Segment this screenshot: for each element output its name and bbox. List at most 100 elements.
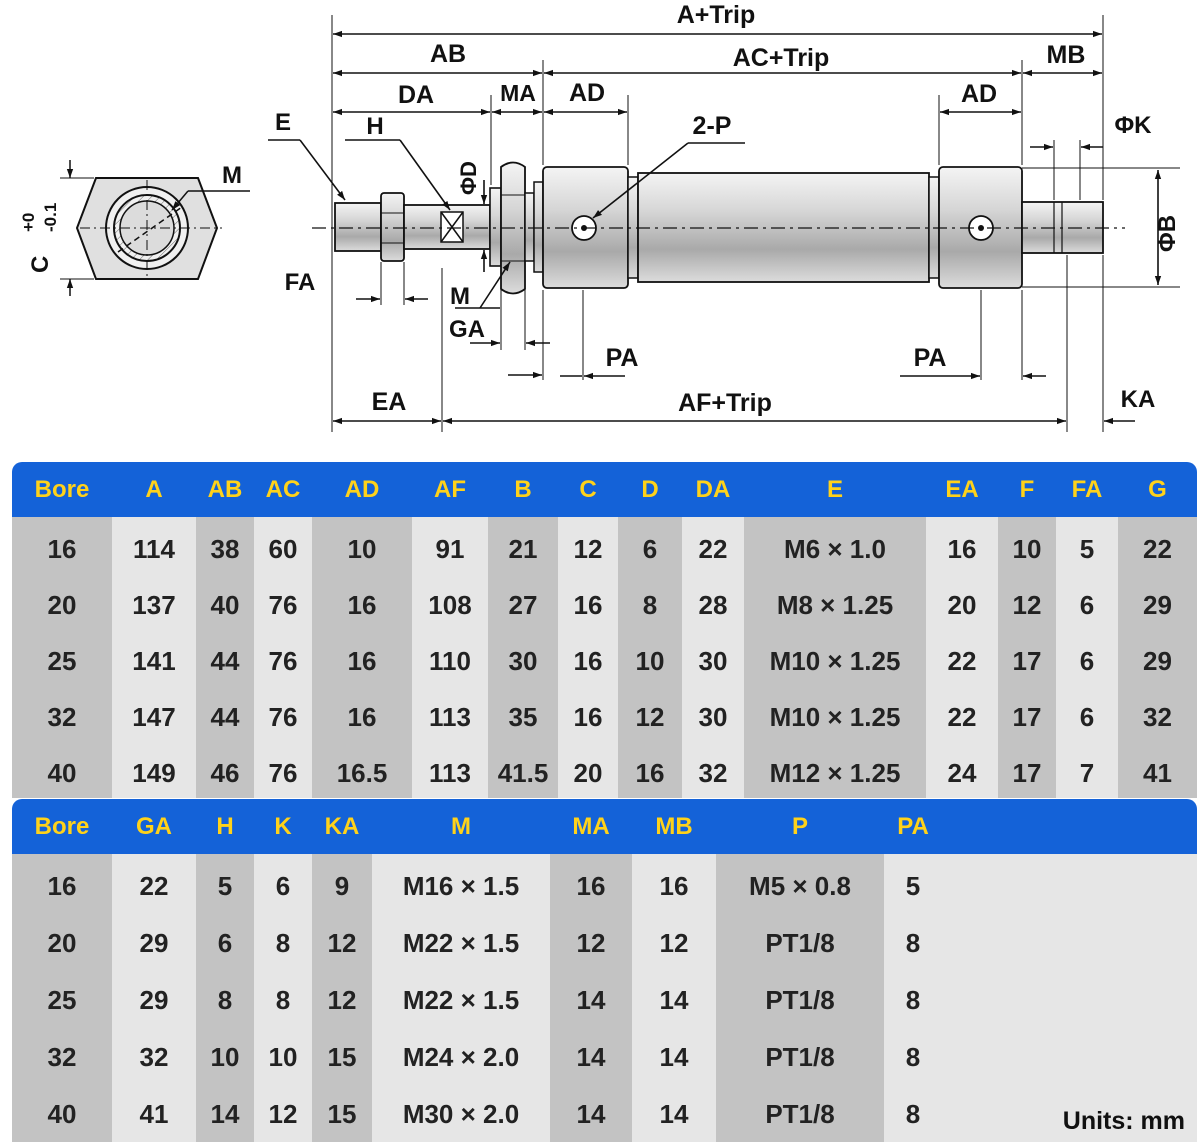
table-cell: 6 [1079,590,1095,620]
column-shade [550,854,632,1142]
units-label: Units: mm [1062,1107,1185,1135]
label-phi-d: ΦD [456,161,481,195]
table-cell: 29 [1143,590,1172,620]
table-cell: M5 × 0.8 [749,871,851,901]
table-cell: 41 [139,1099,169,1129]
label-pa-left: PA [606,344,639,372]
column-shade [1118,517,1197,798]
table-cell: 8 [905,985,921,1015]
table-cell: 30 [698,702,728,732]
column-shade [312,517,412,798]
table-cell: 114 [133,534,175,564]
table-cell: 22 [139,871,169,901]
header-cell-a: A [145,476,163,503]
table-cell: 8 [642,590,658,620]
column-shade [196,854,254,1142]
table-cell: 16 [573,590,603,620]
header-cell-da: DA [695,476,731,503]
table-cell: 76 [268,590,298,620]
table-cell: PT1/8 [765,985,835,1015]
table-cell: 29 [139,985,169,1015]
header-cell-p: P [791,813,808,840]
end-view-m-label: M [222,162,242,189]
header-cell-f: F [1019,476,1035,503]
table-cell: 22 [947,646,977,676]
label-2p: 2-P [693,112,732,140]
label-ad-right: AD [961,80,997,108]
table-cell: 17 [1012,646,1042,676]
table-cell: 32 [139,1042,169,1072]
table-cell: M6 × 1.0 [784,534,886,564]
label-da: DA [398,81,434,109]
table-cell: 27 [508,590,538,620]
table-cell: 141 [132,646,176,676]
label-h: H [366,113,383,140]
header-cell-m: M [451,813,471,840]
table-cell: M22 × 1.5 [402,928,520,958]
table-cell: 32 [698,758,728,788]
table-cell: 8 [275,985,291,1015]
table-cell: M10 × 1.25 [769,646,901,676]
table-cell: 91 [435,534,465,564]
end-view: M C +0 -0.1 [19,160,250,296]
table-cell: 108 [428,590,472,620]
table-cell: 40 [210,590,240,620]
label-phi-k: ΦK [1114,112,1152,139]
side-view [312,161,1125,295]
table-cell: 22 [947,702,977,732]
table-cell: 76 [268,646,298,676]
bore-cell: 32 [47,702,77,732]
table-cell: 41.5 [497,758,549,788]
table-cell: 10 [635,646,665,676]
dimension-text: A+Trip AB AC+Trip MB DA MA AD AD E H 2-P… [275,1,1181,417]
header-cell-bore: Bore [34,813,90,840]
column-shade [998,517,1056,798]
label-ka: KA [1121,386,1156,413]
bore-cell: 40 [47,1099,77,1129]
label-pa-right: PA [914,344,947,372]
bore-cell: 32 [47,1042,77,1072]
header-cell-e: E [826,476,843,503]
table-cell: 12 [659,928,689,958]
table-cell: 16 [573,646,603,676]
table-cell: 14 [576,985,606,1015]
column-shade [618,517,682,798]
table-cell: 5 [1079,534,1095,564]
label-ea: EA [372,388,407,416]
table-cell: 14 [576,1099,606,1129]
table-cell: 9 [334,871,350,901]
table-cell: 29 [139,928,169,958]
table-cell: 149 [132,758,176,788]
table-cell: 14 [576,1042,606,1072]
table-cell: 29 [1143,646,1172,676]
table-cell: 46 [210,758,240,788]
table-cell: 10 [210,1042,240,1072]
table-cell: 5 [217,871,233,901]
header-cell-ea: EA [945,476,979,503]
table-cell: 76 [268,758,298,788]
dimension-lines [268,30,1162,425]
table-cell: 12 [327,928,357,958]
table-cell: 6 [1079,646,1095,676]
table-cell: 110 [429,646,471,676]
column-shade [12,517,112,798]
table-cell: 20 [947,590,977,620]
table-cell: 12 [327,985,357,1015]
table-cell: 8 [905,1099,921,1129]
label-ad-left: AD [569,79,605,107]
table-cell: 8 [905,928,921,958]
table-cell: M12 × 1.25 [769,758,901,788]
header-cell-ad: AD [344,476,380,503]
header-cell-ab: AB [207,476,243,503]
table-cell: 22 [698,534,728,564]
table-cell: M16 × 1.5 [402,871,520,901]
table-cell: 10 [347,534,377,564]
table-cell: 35 [508,702,538,732]
bore-cell: 25 [47,985,77,1015]
label-fa: FA [285,269,316,296]
header-cell-ka: KA [324,813,360,840]
table-cell: 6 [1079,702,1095,732]
